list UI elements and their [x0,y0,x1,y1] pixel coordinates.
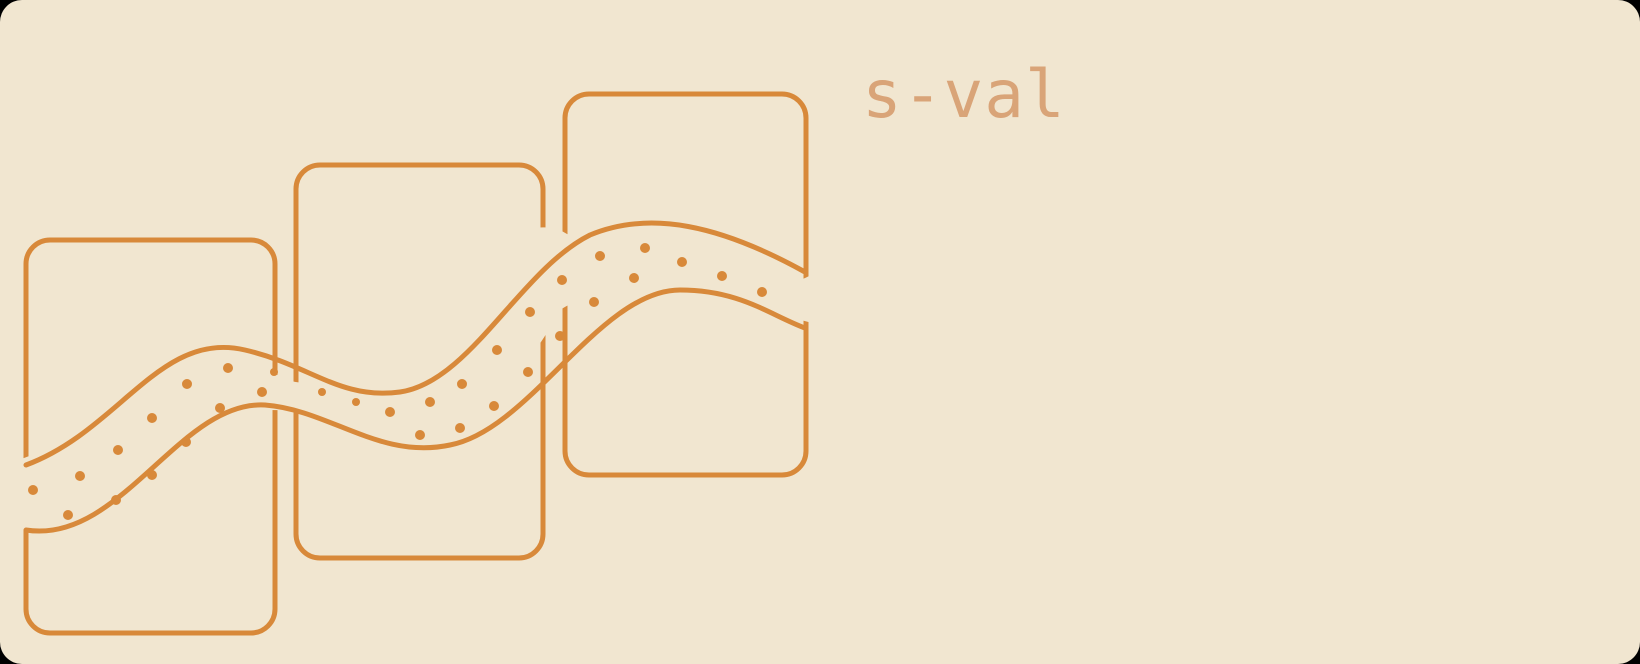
wave-lower-edge [23,287,808,534]
wave-band [23,220,808,534]
brand-wordmark: s-val [862,56,1066,133]
card-outlines [23,91,809,636]
card-middle-outline [293,162,546,561]
card-left-outline [23,237,278,636]
wave-upper-edge [23,220,808,468]
wave-dots [28,243,767,520]
card-right-outline [562,91,809,478]
cards-with-dotted-wave-icon [23,91,809,636]
